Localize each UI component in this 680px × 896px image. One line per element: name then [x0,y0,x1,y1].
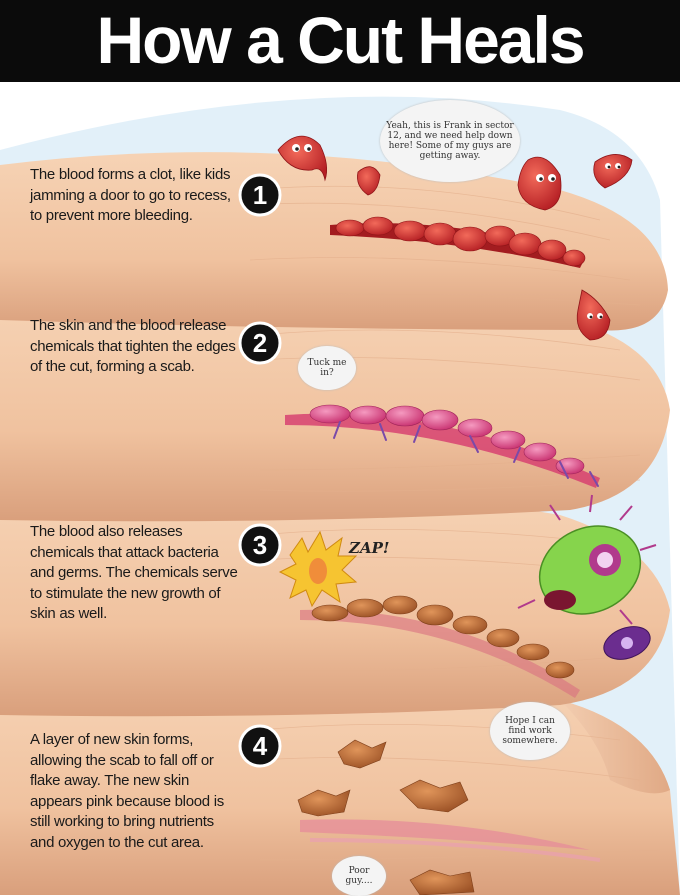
illustration: 1 2 3 4 [0,96,680,895]
badge-4: 4 [238,724,282,768]
purple-germ [603,626,651,660]
scab-flakes [297,739,475,895]
badge-1: 1 [238,173,282,217]
step-1-text: The blood forms a clot, like kids jammin… [30,166,231,224]
forming-scab [285,404,600,488]
zap-label: ZAP! [349,539,390,557]
skin-layer-1 [0,152,668,331]
step-number-badges: 1 2 3 4 [238,173,282,768]
skin-texture [249,185,661,861]
blood-clot [330,216,586,268]
speech-bubble-hope-text: Hope I can find work somewhere. [502,716,558,746]
speech-bubble-frank-text: Yeah, this is Frank in sector 12, and we… [386,121,514,161]
blood-drop-characters [277,135,633,341]
step-4-text: A layer of new skin forms, allowing the … [30,731,224,851]
header-bar: How a Cut Heals [0,0,680,82]
svg-text:2: 2 [253,328,267,358]
speech-bubble-tuck-text: Tuck me in? [307,358,347,378]
step-2-text: The skin and the blood release chemicals… [30,317,236,375]
zap-burst [278,530,358,608]
badge-3: 3 [238,523,282,567]
speech-bubble-hope: Hope I can find work somewhere. [490,702,570,760]
svg-text:1: 1 [253,180,267,210]
speech-bubble-poor-text: Poor guy.... [345,866,373,886]
speech-bubble-frank: Yeah, this is Frank in sector 12, and we… [380,100,520,182]
new-skin [300,819,601,862]
speech-bubble-poor: Poor guy.... [332,856,386,896]
svg-text:3: 3 [253,530,267,560]
badge-2: 2 [238,321,282,365]
svg-text:4: 4 [253,731,268,761]
step-3-text: The blood also releases chemicals that a… [30,523,238,622]
green-germ [517,494,657,625]
healing-scab [300,595,580,698]
page-title: How a Cut Heals [96,3,585,77]
speech-bubble-tuck: Tuck me in? [298,346,356,390]
